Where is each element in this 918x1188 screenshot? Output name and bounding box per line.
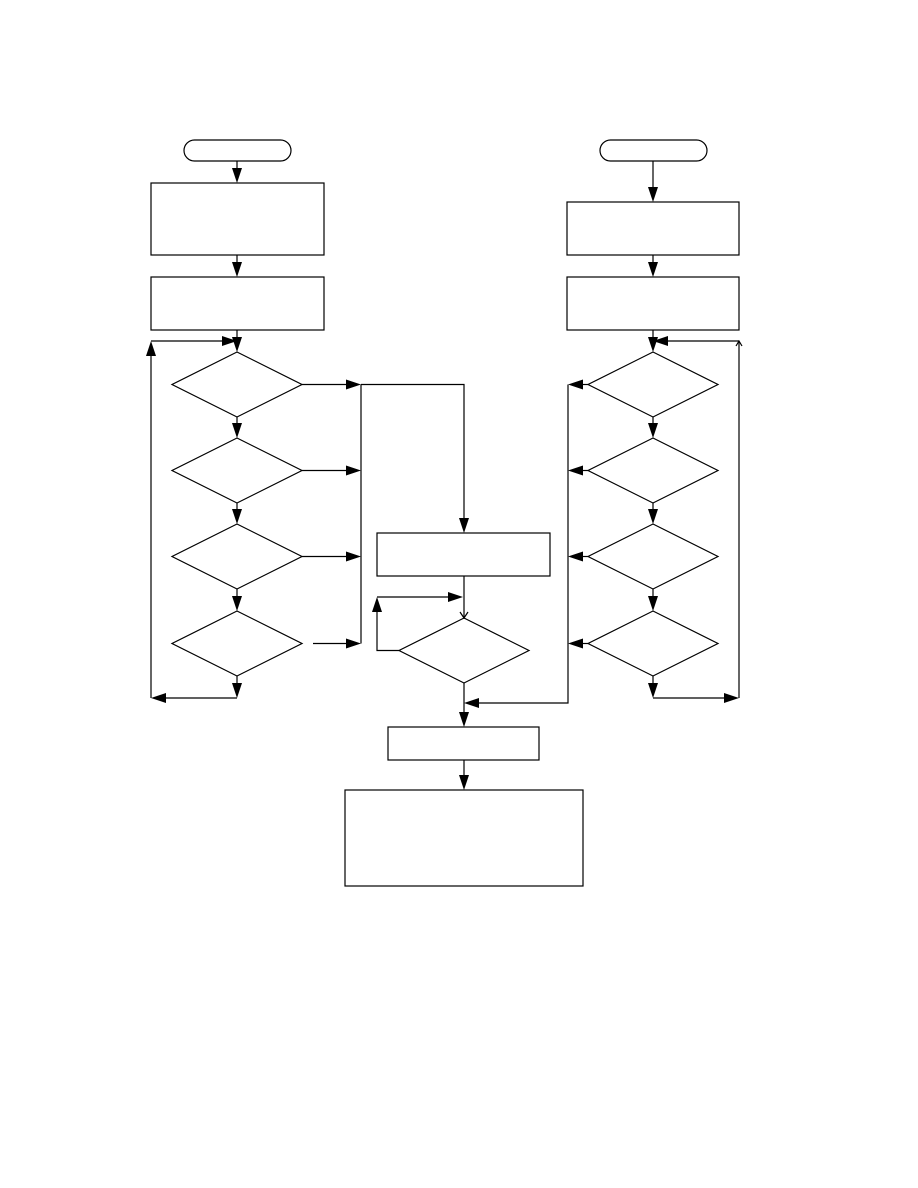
arrowhead-left-decision1-to-decision2 <box>232 423 242 438</box>
arrowhead-left-decision2-to-bus <box>346 465 361 476</box>
arrowhead-left-decision4-to-bus <box>346 638 361 649</box>
arrowhead-right-decision1-to-bus <box>568 379 583 390</box>
start-terminator-left <box>183 139 292 162</box>
arrowhead-bus-to-center-box <box>459 518 469 533</box>
connector-center-arrow-tip <box>459 611 469 620</box>
arrowhead-right-loop-top <box>653 336 668 346</box>
arrowhead-left-decision4-down <box>232 683 242 698</box>
arrowhead-left-decision3-to-bus <box>346 551 361 562</box>
arrowhead-right-decision4-down <box>648 683 658 698</box>
arrowhead-right-bus-to-center <box>464 698 479 708</box>
connector-right-bus-vertical <box>479 384 569 704</box>
arrowhead-center-decision-to-merge <box>459 712 469 727</box>
decision-left-1 <box>170 351 304 418</box>
arrowhead-right-decision2-to-bus <box>568 465 583 476</box>
arrowhead-right-box1-to-box2 <box>648 262 658 277</box>
start-terminator-right <box>599 139 708 162</box>
process-box-center <box>376 532 551 577</box>
connector-bus-to-center-box <box>361 383 465 519</box>
arrowhead-merge-to-final <box>459 775 469 790</box>
arrowhead-right-decision3-to-decision4 <box>648 596 658 611</box>
arrowhead-left-box1-to-box2 <box>232 262 242 277</box>
connector-center-loop <box>376 611 399 652</box>
arrowhead-left-decision1-to-bus <box>346 379 361 390</box>
arrowhead-center-loop-up <box>372 597 382 612</box>
process-box-merge <box>387 726 540 761</box>
arrowhead-right-decision4-to-bus <box>568 638 583 649</box>
process-box-right-1 <box>566 201 740 256</box>
arrowhead-right-loop-bottom <box>724 693 739 703</box>
decision-left-2 <box>170 437 304 504</box>
arrowhead-left-box2-to-decision1 <box>232 337 242 352</box>
arrowhead-right-decision2-to-decision3 <box>648 509 658 524</box>
arrowhead-left-loop-up <box>146 341 156 356</box>
arrowhead-center-loop-top <box>448 592 463 602</box>
arrowhead-left-loop-top <box>222 336 237 346</box>
decision-center <box>397 617 531 684</box>
process-box-left-2 <box>150 276 325 331</box>
arrowhead-right-box2-to-decision1 <box>648 337 658 352</box>
process-box-left-1 <box>150 182 325 256</box>
arrowhead-left-decision3-to-decision4 <box>232 596 242 611</box>
arrowhead-right-start-to-box1 <box>648 187 658 202</box>
decision-right-4 <box>586 610 720 677</box>
arrowhead-left-loop-bottom <box>151 693 166 703</box>
decision-right-1 <box>586 351 720 418</box>
arrowhead-left-start-to-box1 <box>232 168 242 183</box>
decision-left-3 <box>170 523 304 590</box>
decision-right-2 <box>586 437 720 504</box>
decision-right-3 <box>586 523 720 590</box>
arrowhead-right-decision3-to-bus <box>568 551 583 562</box>
arrowhead-right-decision1-to-decision2 <box>648 423 658 438</box>
process-box-final <box>344 789 584 887</box>
arrowhead-left-decision2-to-decision3 <box>232 509 242 524</box>
decision-left-4 <box>170 610 304 677</box>
process-box-right-2 <box>566 276 740 331</box>
